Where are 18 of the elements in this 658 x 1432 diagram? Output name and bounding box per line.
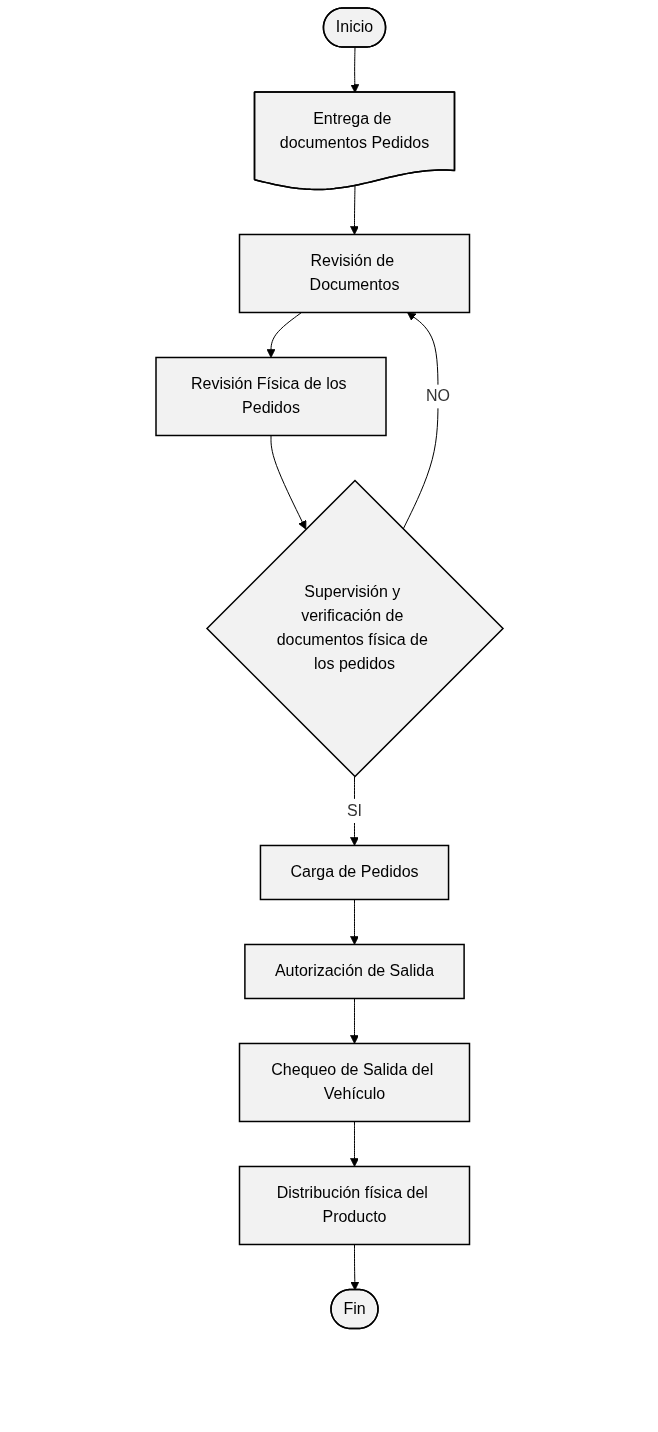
node-diamond: Supervisión y verificación de documentos física de los pedidos bbox=[205, 479, 504, 778]
node-box: Autorización de Salida bbox=[243, 943, 465, 1000]
arrow bbox=[349, 899, 359, 945]
edge-label: SI bbox=[346, 801, 362, 819]
node-box: Chequeo de Salida del Vehículo bbox=[238, 1042, 470, 1123]
arrow bbox=[349, 47, 359, 93]
node-box: Carga de Pedidos bbox=[259, 844, 449, 901]
node-box: Revisión de Documentos bbox=[238, 233, 470, 314]
edge-label: NO bbox=[425, 387, 450, 405]
node-box: Distribución física del Producto bbox=[238, 1165, 470, 1246]
arrow bbox=[349, 1244, 359, 1291]
node-box: Revisión Física de los Pedidos bbox=[154, 356, 387, 437]
arrow bbox=[402, 312, 438, 530]
arrow bbox=[266, 312, 302, 358]
arrow bbox=[349, 1121, 359, 1167]
arrow bbox=[349, 998, 359, 1044]
arrow bbox=[349, 185, 359, 235]
arrow bbox=[270, 435, 306, 530]
